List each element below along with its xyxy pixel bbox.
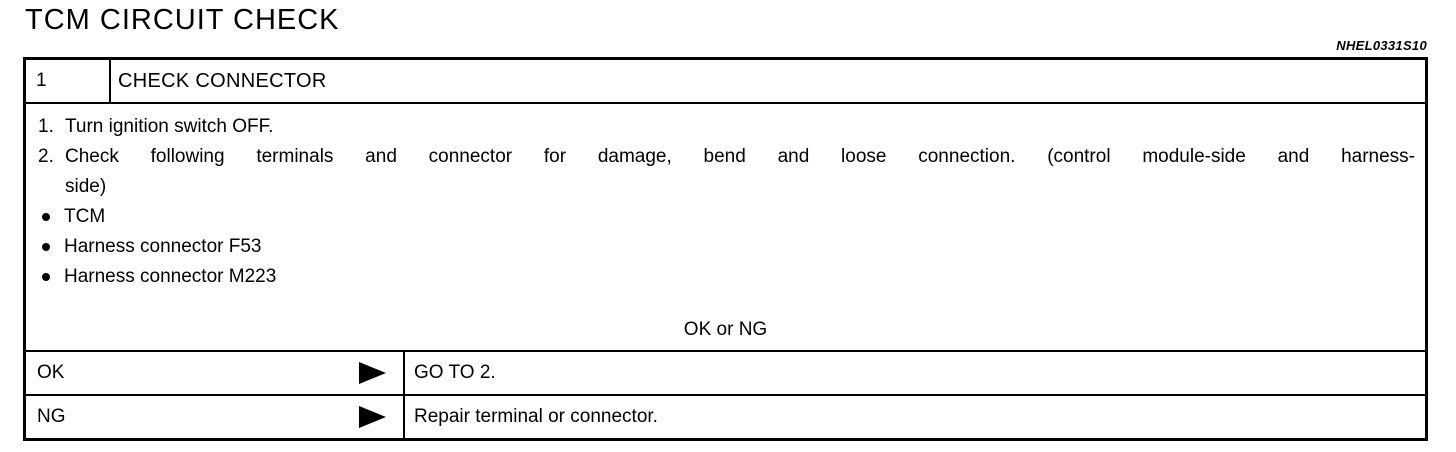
outcome-row-ng: NG Repair terminal or connector. bbox=[26, 396, 1425, 438]
instruction-item: 1. Turn ignition switch OFF. bbox=[38, 112, 1415, 142]
check-item-label: Harness connector F53 bbox=[64, 236, 262, 257]
outcome-result-cell: NG bbox=[26, 396, 405, 438]
check-list-item: Harness connector F53 bbox=[38, 232, 1415, 262]
bullet-icon bbox=[42, 243, 50, 251]
outcome-result-cell: OK bbox=[26, 352, 405, 394]
step-body-cell: 1. Turn ignition switch OFF. 2. Check fo… bbox=[26, 104, 1425, 352]
step-title: CHECK CONNECTOR bbox=[118, 69, 327, 92]
bullet-icon bbox=[42, 213, 50, 221]
instruction-item: 2. Check following terminals and connect… bbox=[38, 142, 1415, 202]
instruction-number: 2. bbox=[38, 146, 54, 167]
outcome-row-ok: OK GO TO 2. bbox=[26, 352, 1425, 396]
outcome-action-cell: Repair terminal or connector. bbox=[414, 406, 658, 427]
page-title: TCM CIRCUIT CHECK bbox=[25, 4, 340, 36]
step-number: 1 bbox=[26, 60, 111, 102]
outcome-result-label: OK bbox=[37, 362, 65, 383]
check-item-label: TCM bbox=[64, 206, 106, 227]
procedure-table: 1 CHECK CONNECTOR 1. Turn ignition switc… bbox=[23, 57, 1428, 441]
check-item-label: Harness connector M223 bbox=[64, 266, 277, 287]
right-arrow-icon bbox=[359, 362, 386, 384]
right-arrow-icon bbox=[359, 406, 386, 428]
instruction-text: Turn ignition switch OFF. bbox=[65, 116, 274, 137]
decision-prompt: OK or NG bbox=[683, 319, 768, 340]
bullet-icon bbox=[42, 273, 50, 281]
check-list-item: Harness connector M223 bbox=[38, 262, 1415, 292]
step-header-row: 1 CHECK CONNECTOR bbox=[26, 60, 1425, 104]
outcome-result-label: NG bbox=[37, 406, 66, 427]
page-header: TCM CIRCUIT CHECK NHEL0331S10 bbox=[0, 0, 1456, 57]
figure-code: NHEL0331S10 bbox=[1336, 38, 1427, 53]
instruction-text: Check following terminals and connector … bbox=[65, 146, 1415, 197]
outcome-action-cell: GO TO 2. bbox=[414, 362, 496, 383]
check-list-item: TCM bbox=[38, 202, 1415, 232]
instruction-number: 1. bbox=[38, 116, 54, 137]
